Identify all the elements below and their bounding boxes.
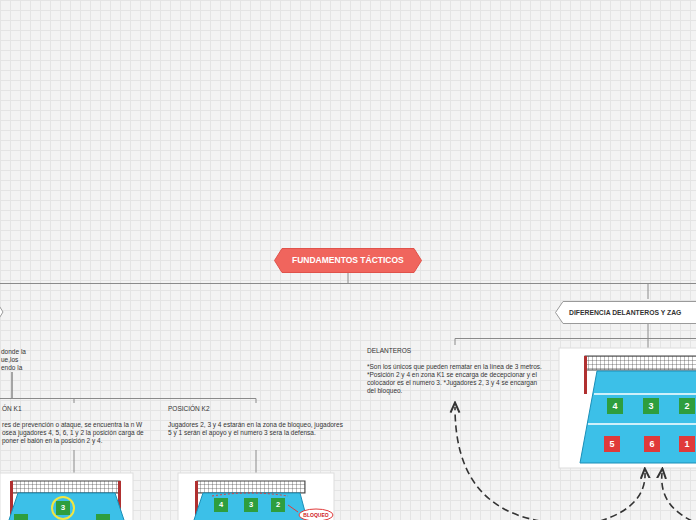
cut-node	[0, 304, 3, 320]
central-topic: FUNDAMENTOS TÁCTICOS	[274, 248, 422, 273]
topic-heading: ÓN K1	[2, 405, 152, 413]
player-number: 2	[684, 402, 689, 411]
tree-connector	[455, 324, 648, 345]
court-image	[559, 348, 696, 468]
player-number: 3	[648, 402, 653, 411]
player-number: 4	[219, 501, 223, 509]
topic-title: FUNDAMENTOS TÁCTICOS	[274, 248, 422, 273]
court-image	[178, 473, 334, 520]
topic-text: res de prevención o ataque, se encuentra…	[2, 421, 152, 445]
subtopic: DELANTEROS *Son los únicos que pueden rem…	[367, 347, 547, 395]
subtopic: POSICIÓN K2 Jugadores 2, 3 y 4 estarán en…	[168, 405, 346, 437]
player-number: 3	[61, 504, 65, 512]
topic-title: DIFERENCIA DELANTEROS Y ZAG	[555, 301, 696, 324]
dashed-arrow	[455, 407, 692, 520]
shape-outline	[275, 249, 422, 273]
topic-text: *Son los únicos que pueden rematar en la…	[367, 363, 547, 395]
player-number: 1	[684, 440, 689, 449]
topic-heading: DELANTEROS	[367, 347, 547, 355]
shape-outline	[556, 302, 696, 324]
player-number: 4	[612, 402, 617, 411]
tree-connector	[348, 273, 648, 299]
subtopic: donde la ue,los endo la	[1, 348, 31, 372]
player-number: 3	[249, 501, 253, 509]
court-image	[0, 473, 133, 520]
main-topic: DIFERENCIA DELANTEROS Y ZAG	[555, 301, 696, 324]
topic-text: donde la ue,los endo la	[1, 348, 31, 372]
topic-text: Jugadores 2, 3 y 4 estarán en la zona de…	[168, 421, 346, 437]
player-number: 6	[649, 440, 654, 449]
player-number: 2	[276, 501, 280, 509]
subtopic: ÓN K1 res de prevención o ataque, se encu…	[2, 405, 152, 445]
callout-label: BLOQUEO	[303, 513, 328, 518]
player-number: 5	[609, 440, 614, 449]
tree-connector	[12, 372, 256, 403]
topic-heading: POSICIÓN K2	[168, 405, 346, 413]
